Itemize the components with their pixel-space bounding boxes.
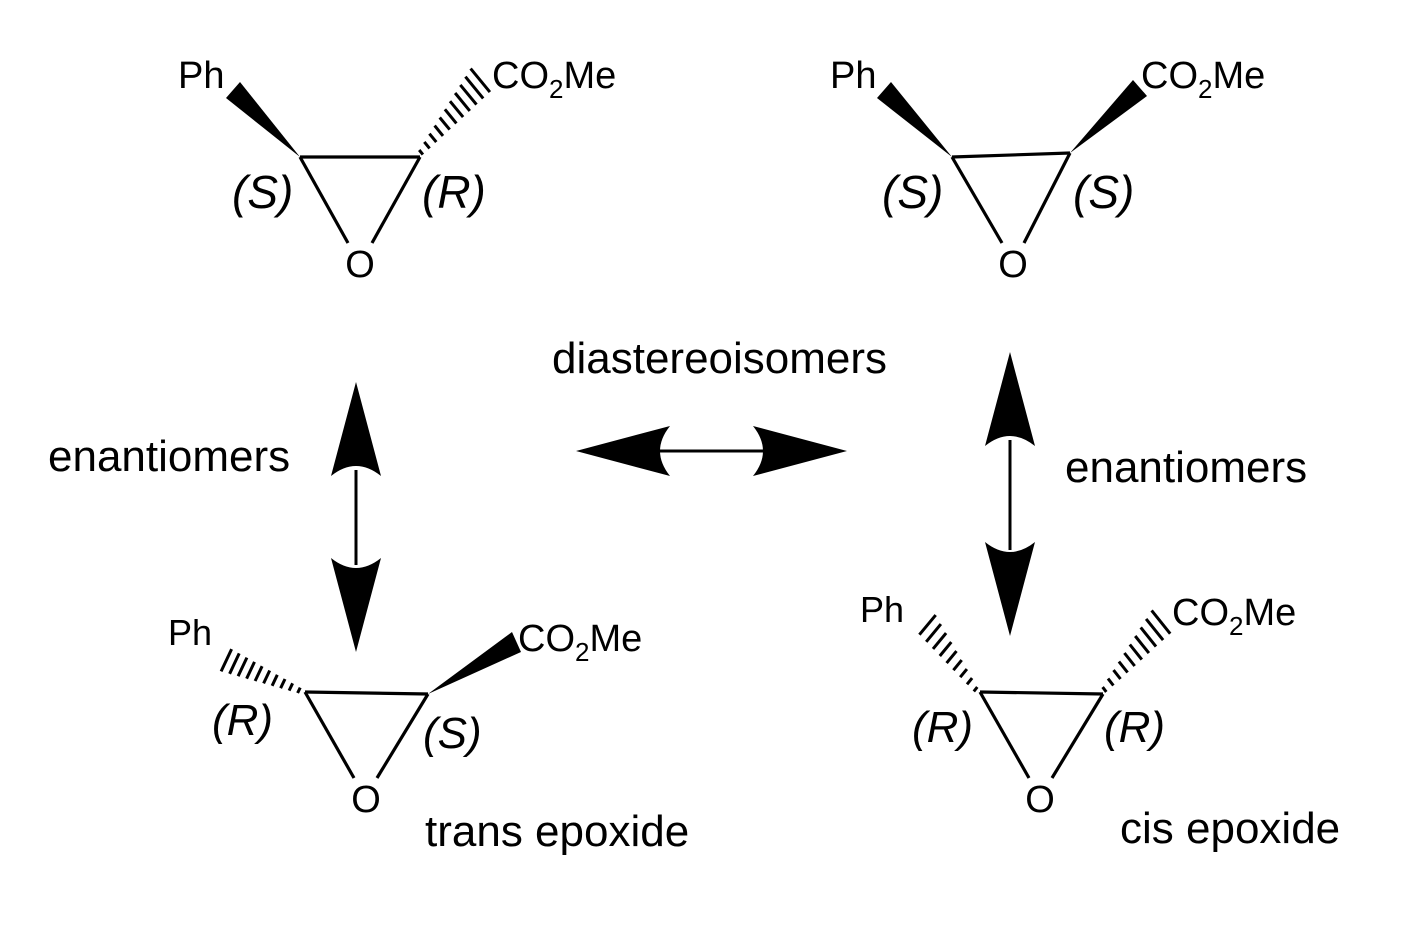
epoxide-ring (950, 151, 1072, 244)
oxygen-label: O (998, 244, 1028, 286)
molecule-bottom-right: Ph CO2Me O (R) (R) cis epoxide (860, 589, 1340, 853)
label-enantiomers-left: enantiomers (48, 432, 290, 481)
oxygen-label: O (1025, 779, 1055, 821)
config-label-left: (R) (212, 696, 273, 745)
caption-trans-epoxide: trans epoxide (425, 807, 689, 856)
phenyl-label: Ph (830, 55, 876, 97)
wedge-bond-right (1070, 80, 1147, 153)
diastereoisomers-arrow (576, 426, 847, 476)
molecule-top-left: Ph CO2Me O (S) (R) (178, 55, 616, 286)
label-diastereoisomers: diastereoisomers (552, 334, 887, 383)
config-label-right: (R) (422, 166, 486, 218)
molecule-bottom-left: Ph CO2Me O (R) (S) trans epoxide (168, 612, 689, 856)
hashed-bond (219, 648, 302, 694)
wedge-bond-left (877, 82, 952, 157)
label-enantiomers-right: enantiomers (1065, 443, 1307, 492)
oxygen-label: O (351, 779, 381, 821)
config-label-left: (S) (232, 166, 293, 218)
enantiomers-arrow-left (331, 382, 381, 652)
phenyl-label: Ph (178, 55, 224, 97)
wedge-bond (226, 82, 300, 157)
config-label-right: (R) (1104, 703, 1165, 752)
caption-cis-epoxide: cis epoxide (1120, 804, 1340, 853)
molecule-top-right: Ph CO2Me O (S) (S) (830, 55, 1265, 286)
ester-label: CO2Me (1172, 592, 1296, 641)
phenyl-label: Ph (168, 612, 212, 653)
ester-label: CO2Me (518, 618, 642, 667)
phenyl-label: Ph (860, 589, 904, 630)
config-label-right: (S) (1073, 166, 1134, 218)
ester-label: CO2Me (1141, 55, 1265, 104)
epoxide-ring (978, 690, 1105, 779)
epoxide-ring (298, 155, 422, 244)
oxygen-label: O (345, 244, 375, 286)
enantiomers-arrow-right (985, 352, 1035, 636)
hashed-bond-right (1101, 609, 1172, 693)
wedge-bond (428, 632, 521, 694)
config-label-left: (S) (882, 166, 943, 218)
hashed-bond (418, 67, 492, 156)
config-label-left: (R) (912, 703, 973, 752)
config-label-right: (S) (423, 709, 482, 758)
ester-label: CO2Me (492, 55, 616, 104)
epoxide-ring (303, 690, 430, 779)
hashed-bond-left (918, 614, 979, 693)
